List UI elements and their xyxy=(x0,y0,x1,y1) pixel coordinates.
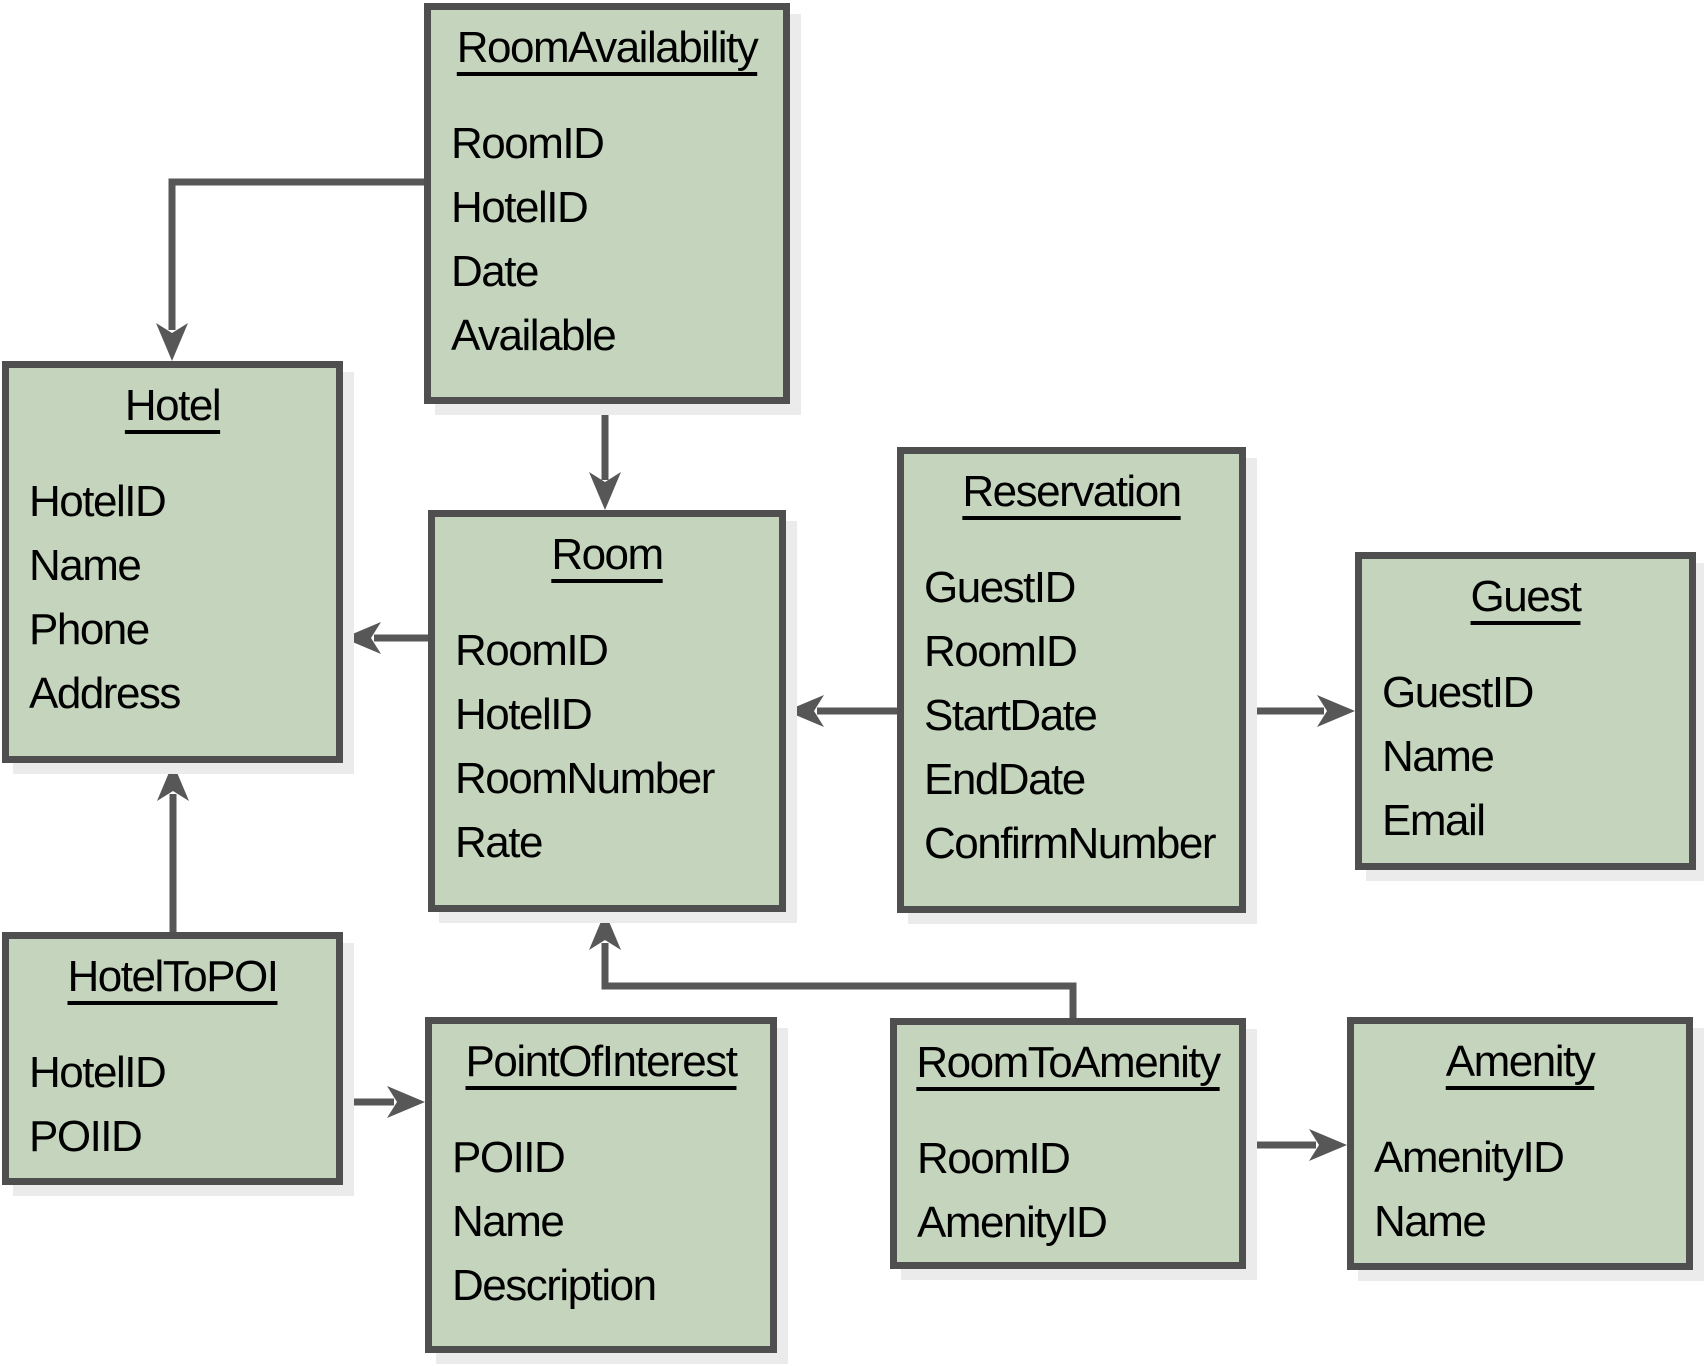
field: GuestID xyxy=(924,563,1076,612)
entity-guest: Guest GuestID Name Email xyxy=(1355,552,1696,870)
entity-fields: AmenityID Name xyxy=(1354,1126,1686,1254)
entity-title: Reservation xyxy=(962,467,1182,516)
entity-title: Room xyxy=(551,530,664,579)
entity-roomtoamenity: RoomToAmenity RoomID AmenityID xyxy=(890,1018,1246,1269)
entity-reservation: Reservation GuestID RoomID StartDate End… xyxy=(897,447,1246,913)
field: Rate xyxy=(455,818,543,867)
entity-fields: RoomID HotelID Date Available xyxy=(431,112,783,368)
arrow-roomtoamenity-to-amenity xyxy=(1246,1129,1347,1161)
arrow-reservation-to-guest xyxy=(1246,695,1355,727)
field: HotelID xyxy=(29,477,167,526)
arrow-room-to-hotel xyxy=(343,622,428,654)
field: Name xyxy=(1382,732,1495,781)
entity-hotel: Hotel HotelID Name Phone Address xyxy=(2,361,343,763)
field: Available xyxy=(451,311,617,360)
entity-hoteltopoi: HotelToPOI HotelID POIID xyxy=(2,932,343,1185)
entity-amenity: Amenity AmenityID Name xyxy=(1347,1017,1693,1270)
arrow-hoteltopoi-to-hotel xyxy=(157,763,189,932)
entity-fields: RoomID HotelID RoomNumber Rate xyxy=(435,619,779,875)
entity-title: Hotel xyxy=(124,381,222,430)
entity-fields: HotelID Name Phone Address xyxy=(9,470,336,726)
field: RoomID xyxy=(924,627,1078,676)
field: Address xyxy=(29,669,181,718)
arrow-roomavailability-to-hotel xyxy=(156,178,424,361)
field: RoomID xyxy=(451,119,605,168)
field: HotelID xyxy=(451,183,589,232)
field: StartDate xyxy=(924,691,1098,740)
entity-title: Guest xyxy=(1470,572,1582,621)
entity-fields: POIID Name Description xyxy=(432,1126,770,1318)
arrowhead-right-icon xyxy=(1309,1129,1347,1161)
field: HotelID xyxy=(455,690,593,739)
arrow-hoteltopoi-to-pointofinterest xyxy=(343,1086,425,1118)
entity-title: PointOfInterest xyxy=(465,1037,738,1086)
field: RoomID xyxy=(917,1134,1071,1183)
field: AmenityID xyxy=(917,1198,1108,1247)
arrowhead-left-icon xyxy=(786,695,824,727)
arrowhead-up-icon xyxy=(589,912,621,950)
entity-fields: GuestID RoomID StartDate EndDate Confirm… xyxy=(904,556,1239,876)
field: POIID xyxy=(452,1133,566,1182)
field: Name xyxy=(452,1197,565,1246)
field: GuestID xyxy=(1382,668,1534,717)
arrowhead-left-icon xyxy=(343,622,381,654)
field: Name xyxy=(29,541,142,590)
field: Description xyxy=(452,1261,657,1310)
arrowhead-right-icon xyxy=(1317,695,1355,727)
arrow-roomavailability-to-room xyxy=(589,404,621,510)
entity-fields: GuestID Name Email xyxy=(1362,661,1689,853)
entity-roomavailability: RoomAvailability RoomID HotelID Date Ava… xyxy=(424,3,790,404)
entity-fields: HotelID POIID xyxy=(9,1041,336,1169)
field: RoomID xyxy=(455,626,609,675)
arrow-roomtoamenity-to-room xyxy=(589,912,1077,1018)
field: POIID xyxy=(29,1112,143,1161)
field: ConfirmNumber xyxy=(924,819,1217,868)
entity-title: RoomAvailability xyxy=(456,23,759,72)
arrowhead-down-icon xyxy=(589,472,621,510)
arrowhead-right-icon xyxy=(387,1086,425,1118)
field: Phone xyxy=(29,605,150,654)
entity-fields: RoomID AmenityID xyxy=(897,1127,1239,1255)
field: Name xyxy=(1374,1197,1487,1246)
arrowhead-down-icon xyxy=(156,323,188,361)
field: HotelID xyxy=(29,1048,167,1097)
field: RoomNumber xyxy=(455,754,715,803)
entity-title: RoomToAmenity xyxy=(916,1038,1221,1087)
entity-room: Room RoomID HotelID RoomNumber Rate xyxy=(428,510,786,912)
entity-title: HotelToPOI xyxy=(67,952,279,1001)
entity-title: Amenity xyxy=(1445,1037,1596,1086)
entity-pointofinterest: PointOfInterest POIID Name Description xyxy=(425,1017,777,1353)
arrow-reservation-to-room xyxy=(786,695,897,727)
arrowhead-up-icon xyxy=(157,763,189,801)
field: EndDate xyxy=(924,755,1086,804)
field: Email xyxy=(1382,796,1486,845)
field: Date xyxy=(451,247,539,296)
field: AmenityID xyxy=(1374,1133,1565,1182)
